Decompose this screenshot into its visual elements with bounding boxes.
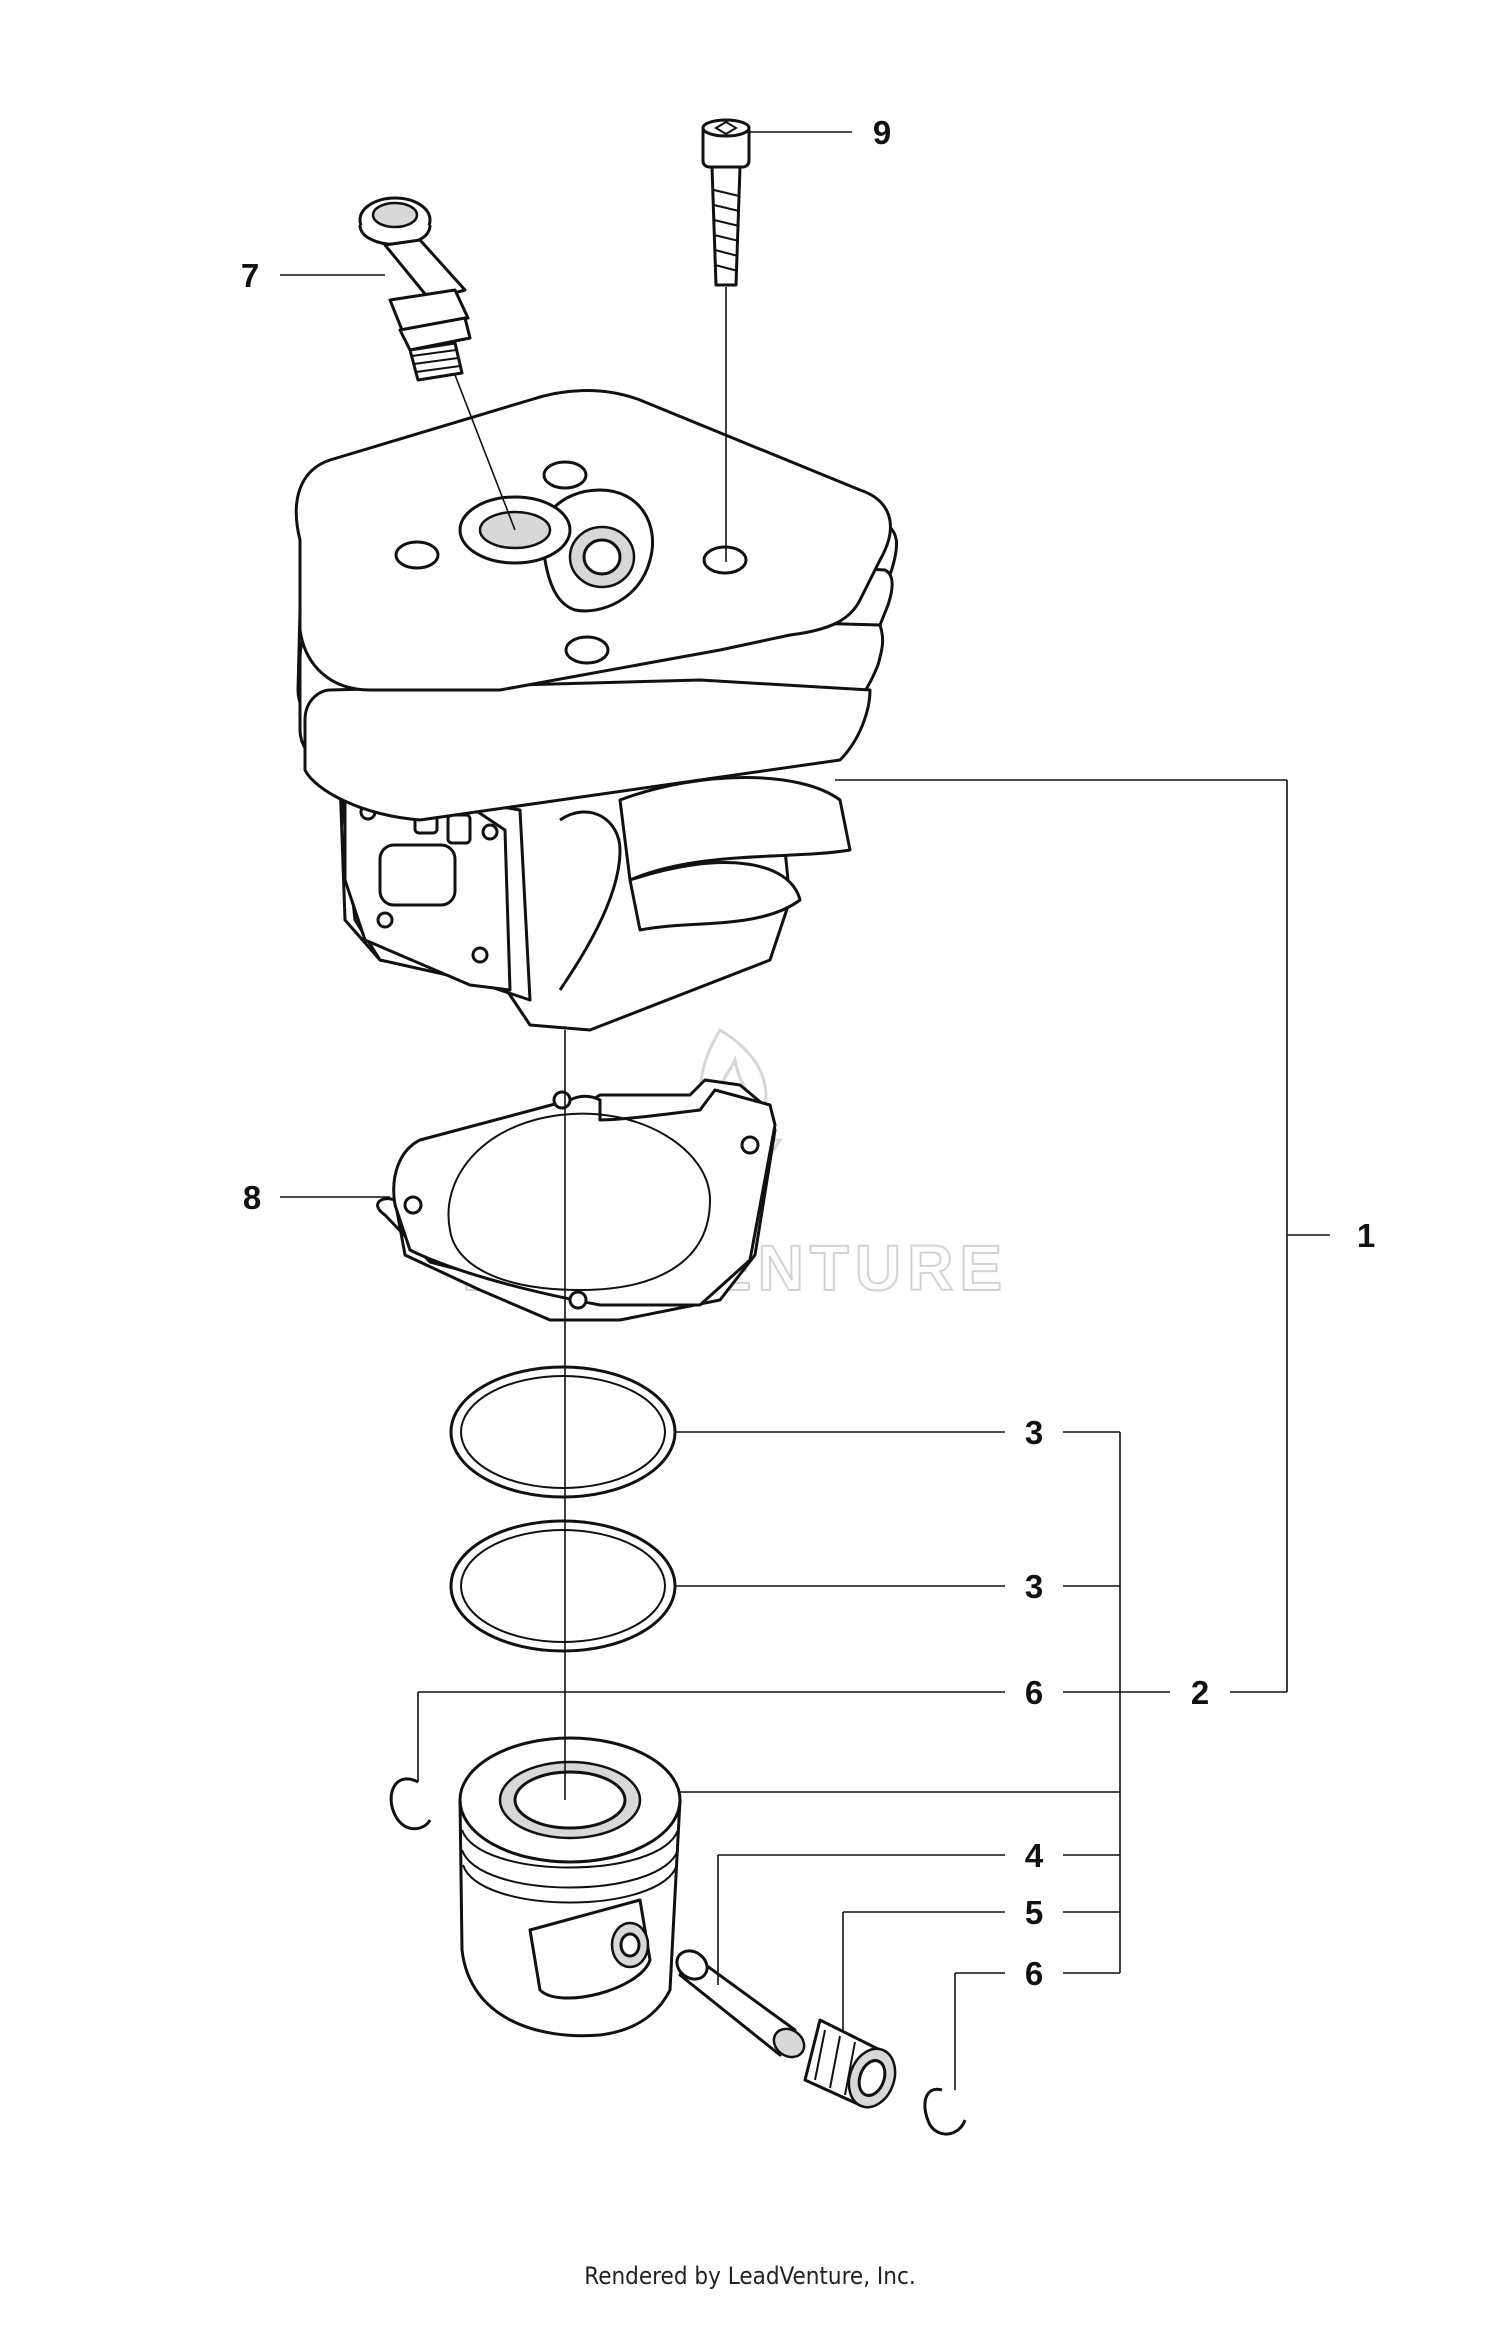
circlip-left-part[interactable] — [389, 1777, 432, 1831]
leader-lines — [280, 131, 1330, 2090]
needle-bearing-part[interactable] — [803, 2018, 903, 2114]
cylinder-part[interactable] — [294, 389, 899, 1032]
callout-5: 5 — [1025, 1894, 1043, 1931]
piston-pin-part[interactable] — [671, 1945, 809, 2063]
cylinder-gasket-part[interactable] — [376, 1078, 777, 1322]
callout-7: 7 — [241, 257, 259, 294]
piston-ring-upper-part[interactable] — [449, 1365, 677, 1499]
callout-3-lower: 3 — [1025, 1568, 1043, 1605]
callout-8: 8 — [243, 1179, 261, 1216]
callout-6-right: 6 — [1025, 1955, 1043, 1992]
circlip-right-part[interactable] — [923, 2087, 967, 2136]
callout-1: 1 — [1357, 1217, 1375, 1254]
footer-credit: Rendered by LeadVenture, Inc. — [584, 2262, 916, 2290]
bolt-part[interactable] — [701, 118, 751, 287]
callout-4: 4 — [1025, 1837, 1044, 1874]
piston-ring-lower-part[interactable] — [449, 1519, 677, 1653]
piston-part[interactable] — [458, 1736, 682, 2038]
decompression-valve-part[interactable] — [358, 196, 472, 382]
callout-9: 9 — [873, 114, 891, 151]
callout-6-left: 6 — [1025, 1674, 1043, 1711]
callout-3-upper: 3 — [1025, 1414, 1043, 1451]
callout-2: 2 — [1191, 1674, 1209, 1711]
